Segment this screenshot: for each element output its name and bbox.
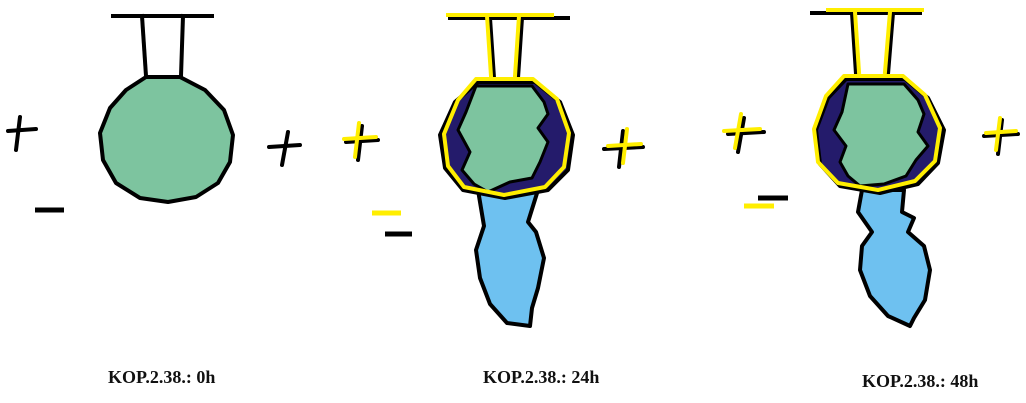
caption-24h: KOP.2.38.: 24h — [483, 367, 599, 388]
outflow-48h — [858, 190, 930, 326]
plus-sign-right-24h — [604, 129, 643, 167]
pipette-48h — [812, 10, 922, 74]
vesicle-0h — [100, 77, 233, 202]
plus-sign-left-48h — [724, 114, 764, 152]
plus-sign-right-48h — [984, 118, 1018, 154]
minus-sign-24h — [372, 213, 412, 234]
caption-48h: KOP.2.38.: 48h — [862, 371, 978, 392]
panel-48h — [724, 10, 1018, 326]
outflow-24h — [476, 190, 544, 326]
vesicle-green-region-24h — [458, 86, 548, 192]
panel-0h — [8, 16, 300, 210]
caption-0h: KOP.2.38.: 0h — [108, 367, 215, 388]
pipette-0h — [113, 16, 212, 76]
plus-sign-left-24h — [344, 123, 378, 160]
pipette-24h — [448, 15, 568, 78]
plus-sign-right-0h — [269, 132, 300, 165]
plus-sign-left-0h — [8, 117, 36, 150]
panel-24h — [344, 15, 643, 326]
minus-sign-48h — [744, 198, 788, 206]
